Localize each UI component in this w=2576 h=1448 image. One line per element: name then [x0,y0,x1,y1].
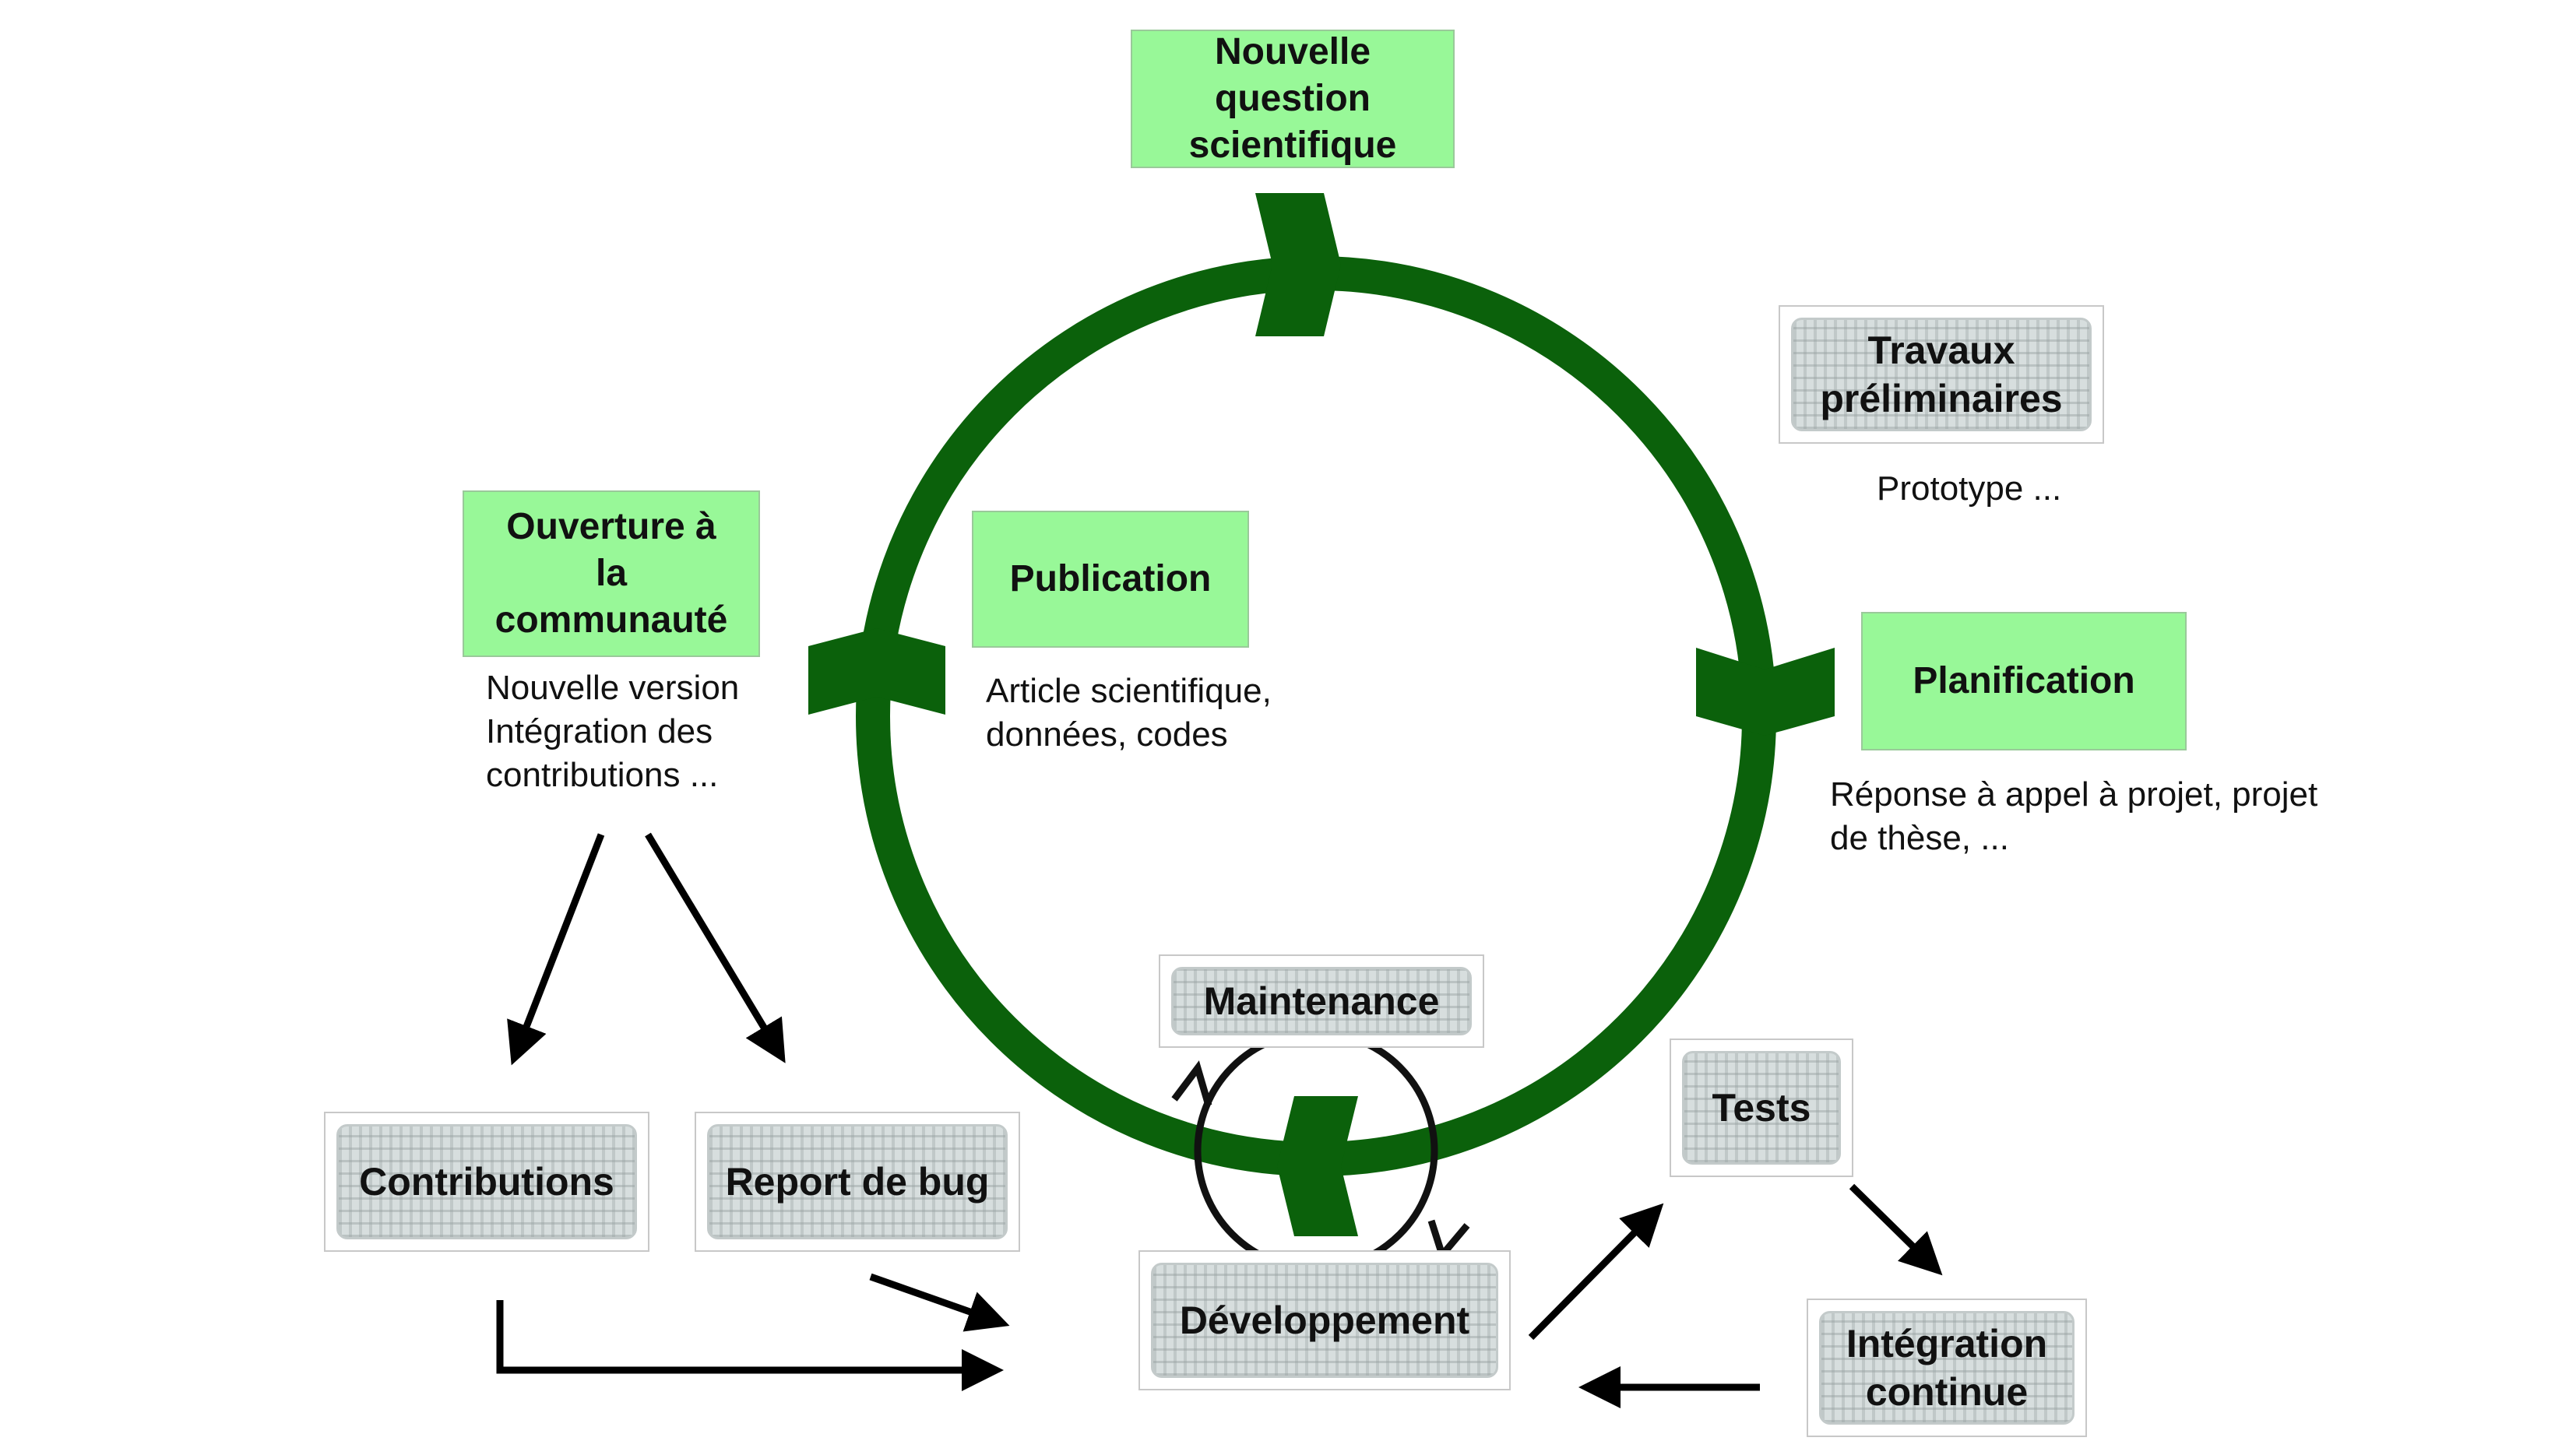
stage-publication-label: Publication [1009,558,1212,599]
cycle-chevron-top [1255,193,1341,336]
maintenance-label: Maintenance [1203,979,1440,1023]
box-travaux-preliminaires: Travaux préliminaires [1779,305,2104,444]
arrow-tests-to-integration [1849,1183,1943,1276]
binary-code-icon [1791,318,2092,431]
arrow-contributions-to-dev [496,1300,1004,1391]
arrow-dev-to-tests [1528,1203,1664,1341]
arrow-to-report-bug [645,832,786,1063]
developpement-label: Développement [1179,1298,1470,1342]
box-maintenance: Maintenance [1159,954,1484,1048]
arrow-report-to-dev [869,1273,1010,1332]
note-ouverture: Nouvelle version Intégration des contrib… [486,669,740,794]
integration-label: Intégration continue [1846,1321,2048,1415]
loop-arrowhead-left [1171,1060,1212,1107]
stage-ouverture-label: Ouverture à la communauté [494,506,728,641]
stage-planification: Planification [1861,612,2187,750]
box-integration-continue: Intégration continue [1807,1299,2087,1437]
box-developpement: Développement [1138,1250,1511,1390]
cycle-chevron-left [808,628,945,715]
binary-code-icon [1682,1051,1841,1165]
report-bug-label: Report de bug [725,1159,990,1204]
box-report-de-bug: Report de bug [695,1112,1020,1252]
box-contributions: Contributions [324,1112,649,1252]
stage-publication: Publication [972,511,1249,648]
box-tests: Tests [1670,1039,1853,1177]
cycle-chevron-right [1696,648,1835,736]
cycle-chevron-bottom [1277,1096,1358,1236]
stage-ouverture: Ouverture à la communauté [463,490,760,657]
note-publication: Article scientifique, données, codes [986,672,1272,754]
note-prototype: Prototype ... [1877,469,2062,508]
binary-code-icon [336,1124,637,1239]
stage-nouvelle-question: Nouvelle question scientifique [1131,30,1455,168]
binary-code-icon [1151,1263,1498,1378]
note-planification: Réponse à appel à projet, projet de thès… [1830,775,2318,857]
tests-label: Tests [1712,1085,1811,1130]
stage-planification-label: Planification [1913,660,2135,701]
stage-nouvelle-question-label: Nouvelle question scientifique [1188,31,1397,166]
contributions-label: Contributions [359,1159,614,1204]
binary-code-icon [1819,1311,2075,1425]
binary-code-icon [1171,967,1472,1035]
arrow-to-contributions [507,833,605,1066]
binary-code-icon [707,1124,1008,1239]
travaux-label: Travaux préliminaires [1820,328,2063,421]
